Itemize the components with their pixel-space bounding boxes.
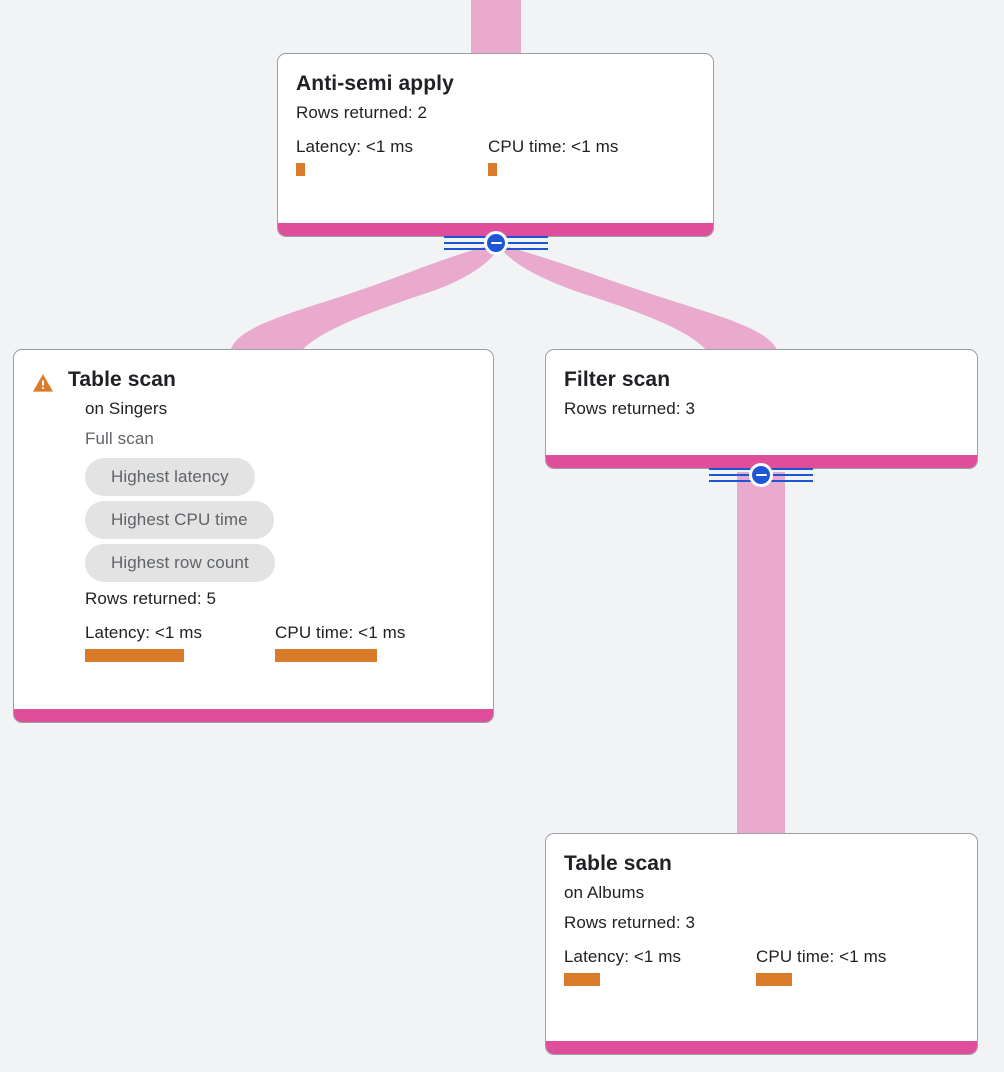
metric-bar — [85, 649, 184, 662]
chip-highest-latency: Highest latency — [85, 458, 255, 496]
warning-triangle-icon — [33, 374, 53, 392]
edge-filterscan-to-albums — [737, 472, 785, 838]
node-scan-type: Full scan — [85, 429, 154, 448]
node-details: on Singers Full scan Highest latency Hig… — [32, 394, 475, 662]
node-table-scan-singers[interactable]: Table scan on Singers Full scan Highest … — [13, 349, 494, 723]
node-body: Table scan on Singers Full scan Highest … — [14, 350, 493, 709]
node-title: Table scan — [68, 368, 176, 391]
node-body: Table scan on Albums Rows returned: 3 La… — [546, 834, 977, 1041]
metric-bar — [275, 649, 377, 662]
metric-latency: Latency: <1 ms — [85, 622, 275, 662]
metric-label: Latency: <1 ms — [564, 947, 682, 966]
metric-label: CPU time: <1 ms — [756, 947, 887, 966]
node-accent-bar — [546, 455, 977, 468]
rows-returned: Rows returned: 2 — [296, 103, 428, 122]
chip-highest-row-count: Highest row count — [85, 544, 275, 582]
node-title-row: Table scan — [564, 850, 959, 878]
edge-antisemi-to-filterscan — [500, 245, 778, 352]
node-table-scan-albums[interactable]: Table scan on Albums Rows returned: 3 La… — [545, 833, 978, 1055]
metric-label: CPU time: <1 ms — [275, 623, 406, 642]
metric-latency: Latency: <1 ms — [564, 946, 756, 986]
rows-returned: Rows returned: 3 — [564, 399, 696, 418]
node-title-row: Filter scan — [564, 366, 959, 394]
minus-circle-icon[interactable] — [484, 231, 508, 255]
metric-bar — [564, 973, 600, 986]
node-title-row: Anti-semi apply — [296, 70, 695, 98]
node-title: Anti-semi apply — [296, 72, 454, 95]
metric-bar — [296, 163, 305, 176]
node-title: Table scan — [564, 852, 672, 875]
chip-highest-cpu-time: Highest CPU time — [85, 501, 274, 539]
node-title-row: Table scan — [32, 366, 475, 394]
collapse-toggle-filter-scan[interactable] — [709, 462, 813, 488]
metric-cpu-time: CPU time: <1 ms — [275, 622, 405, 662]
metric-latency: Latency: <1 ms — [296, 136, 488, 176]
node-title: Filter scan — [564, 368, 671, 391]
node-filter-scan[interactable]: Filter scan Rows returned: 3 — [545, 349, 978, 469]
edge-root-inflow — [471, 0, 521, 54]
node-accent-bar — [14, 709, 493, 722]
edge-antisemi-to-singers — [230, 245, 500, 352]
metrics-row: Latency: <1 ms CPU time: <1 ms — [296, 136, 695, 176]
node-subtitle: on Albums — [564, 883, 645, 902]
minus-circle-icon[interactable] — [749, 463, 773, 487]
node-accent-bar — [278, 223, 713, 236]
rows-returned: Rows returned: 3 — [564, 913, 696, 932]
node-chips: Highest latency Highest CPU time Highest… — [85, 458, 475, 582]
node-body: Anti-semi apply Rows returned: 2 Latency… — [278, 54, 713, 223]
metric-label: Latency: <1 ms — [85, 623, 203, 642]
node-body: Filter scan Rows returned: 3 — [546, 350, 977, 455]
collapse-toggle-anti-semi-apply[interactable] — [444, 230, 548, 256]
metric-cpu-time: CPU time: <1 ms — [756, 946, 886, 986]
metric-label: Latency: <1 ms — [296, 137, 414, 156]
rows-returned: Rows returned: 5 — [85, 589, 217, 608]
node-subtitle: on Singers — [85, 399, 168, 418]
metric-bar — [756, 973, 792, 986]
metric-bar — [488, 163, 497, 176]
metric-label: CPU time: <1 ms — [488, 137, 619, 156]
metrics-row: Latency: <1 ms CPU time: <1 ms — [564, 946, 959, 986]
metric-cpu-time: CPU time: <1 ms — [488, 136, 618, 176]
node-accent-bar — [546, 1041, 977, 1054]
metrics-row: Latency: <1 ms CPU time: <1 ms — [85, 622, 475, 662]
node-anti-semi-apply[interactable]: Anti-semi apply Rows returned: 2 Latency… — [277, 53, 714, 237]
